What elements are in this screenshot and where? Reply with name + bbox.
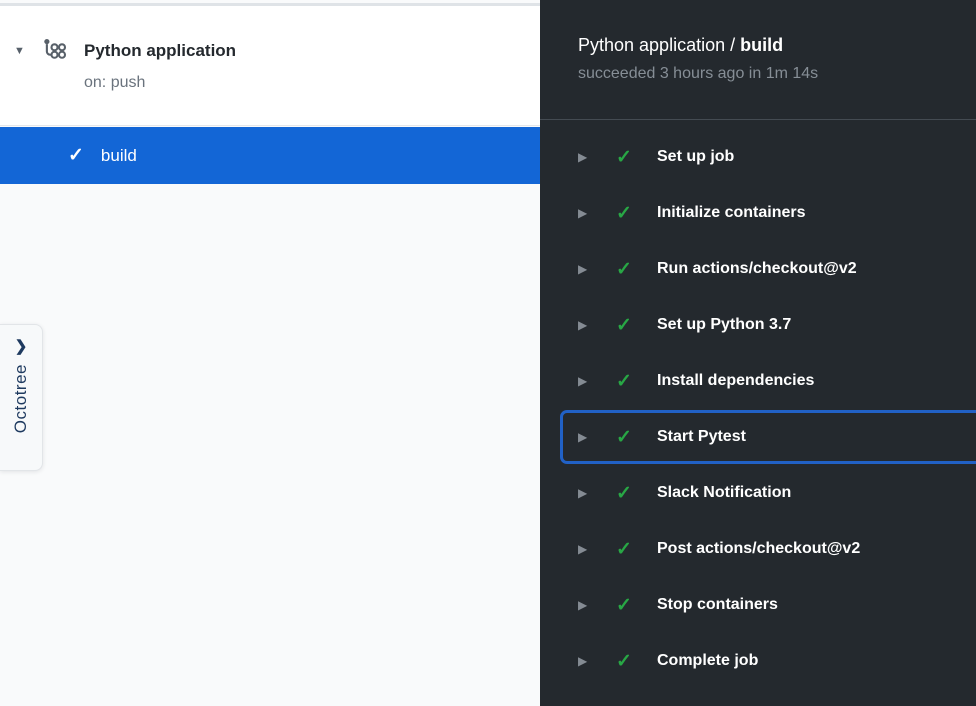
collapse-triangle-icon[interactable]: ▼ [14,45,25,57]
step-success-check-icon: ✓ [616,426,632,448]
step-row[interactable]: ▶ ✓ Stop containers [540,577,976,633]
expand-triangle-icon[interactable]: ▶ [578,318,588,332]
step-success-check-icon: ✓ [616,258,632,280]
workflow-name: Python application [84,41,237,60]
expand-triangle-icon[interactable]: ▶ [578,374,588,388]
step-success-check-icon: ✓ [616,370,632,392]
sidebar-top-divider [0,3,540,6]
expand-triangle-icon[interactable]: ▶ [578,542,588,556]
step-success-check-icon: ✓ [616,594,632,616]
job-log-panel: Python application / build succeeded 3 h… [540,0,976,706]
job-status-summary: succeeded 3 hours ago in 1m 14s [578,65,819,82]
step-row[interactable]: ▶ ✓ Set up job [540,129,976,185]
breadcrumb-job: build [740,35,784,55]
breadcrumb-workflow: Python application / [578,35,741,55]
expand-triangle-icon[interactable]: ▶ [578,654,588,668]
step-row[interactable]: ▶ ✓ Run actions/checkout@v2 [540,241,976,297]
step-success-check-icon: ✓ [616,538,632,560]
step-label: Set up job [657,148,735,165]
step-label: Complete job [657,652,759,669]
step-label: Stop containers [657,596,778,613]
step-row[interactable]: ▶ ✓ Install dependencies [540,353,976,409]
workflow-icon [42,38,68,64]
job-breadcrumb: Python application / build [578,35,976,56]
step-row[interactable]: ▶ ✓ Slack Notification [540,465,976,521]
octotree-pull-tab[interactable]: ❯ Octotree [0,324,43,471]
workflow-section: ▼ Python application on: push [0,6,540,126]
workflow-header-row[interactable]: ▼ Python application [0,6,540,64]
step-row[interactable]: ▶ ✓ Complete job [540,633,976,689]
octotree-label: Octotree [11,364,30,434]
job-success-check-icon: ✓ [68,145,84,166]
step-success-check-icon: ✓ [616,202,632,224]
step-label: Set up Python 3.7 [657,316,792,333]
job-name: build [100,145,137,165]
expand-triangle-icon[interactable]: ▶ [578,598,588,612]
expand-triangle-icon[interactable]: ▶ [578,206,588,220]
step-success-check-icon: ✓ [616,650,632,672]
workflow-trigger: on: push [84,74,146,91]
step-row[interactable]: ▶ ✓ Set up Python 3.7 [540,297,976,353]
step-label: Slack Notification [657,484,792,501]
step-label: Run actions/checkout@v2 [657,260,857,277]
workflow-sidebar: ▼ Python application on: push ✓ build ❯ … [0,3,540,471]
job-header: Python application / build succeeded 3 h… [540,0,976,120]
step-row[interactable]: ▶ ✓ Post actions/checkout@v2 [540,521,976,577]
expand-triangle-icon[interactable]: ▶ [578,430,588,444]
step-row[interactable]: ▶ ✓ Start Pytest [540,409,976,465]
sidebar-job-build[interactable]: ✓ build [0,127,540,184]
step-success-check-icon: ✓ [616,482,632,504]
expand-triangle-icon[interactable]: ▶ [578,262,588,276]
expand-triangle-icon[interactable]: ▶ [578,150,588,164]
expand-triangle-icon[interactable]: ▶ [578,486,588,500]
step-success-check-icon: ✓ [616,314,632,336]
step-row[interactable]: ▶ ✓ Initialize containers [540,185,976,241]
step-label: Post actions/checkout@v2 [657,540,861,557]
step-label: Start Pytest [657,428,746,445]
steps-list: ▶ ✓ Set up job ▶ ✓ Initialize containers ▶ ✓ Run… [540,120,976,689]
chevron-right-icon: ❯ [14,338,28,355]
step-label: Install dependencies [657,372,815,389]
step-success-check-icon: ✓ [616,146,632,168]
step-label: Initialize containers [657,204,806,221]
